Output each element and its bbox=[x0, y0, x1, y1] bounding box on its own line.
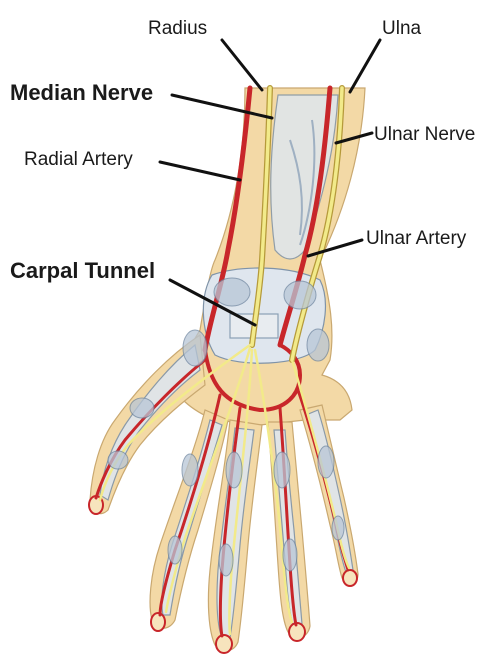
label-ulnar-artery: Ulnar Artery bbox=[366, 228, 467, 249]
radius-leader bbox=[222, 40, 262, 90]
ulna-leader bbox=[350, 40, 380, 92]
little-tip bbox=[343, 570, 357, 586]
label-carpal-tunnel: Carpal Tunnel bbox=[10, 258, 155, 283]
hand-illustration bbox=[89, 88, 365, 653]
label-radial-artery: Radial Artery bbox=[24, 149, 133, 170]
label-radius: Radius bbox=[148, 18, 207, 39]
index-tip bbox=[151, 613, 165, 631]
radial-artery-leader bbox=[160, 162, 240, 180]
middle-tip bbox=[216, 635, 232, 653]
label-ulna: Ulna bbox=[382, 18, 422, 39]
label-median-nerve: Median Nerve bbox=[10, 80, 153, 105]
label-ulnar-nerve: Ulnar Nerve bbox=[374, 124, 475, 145]
